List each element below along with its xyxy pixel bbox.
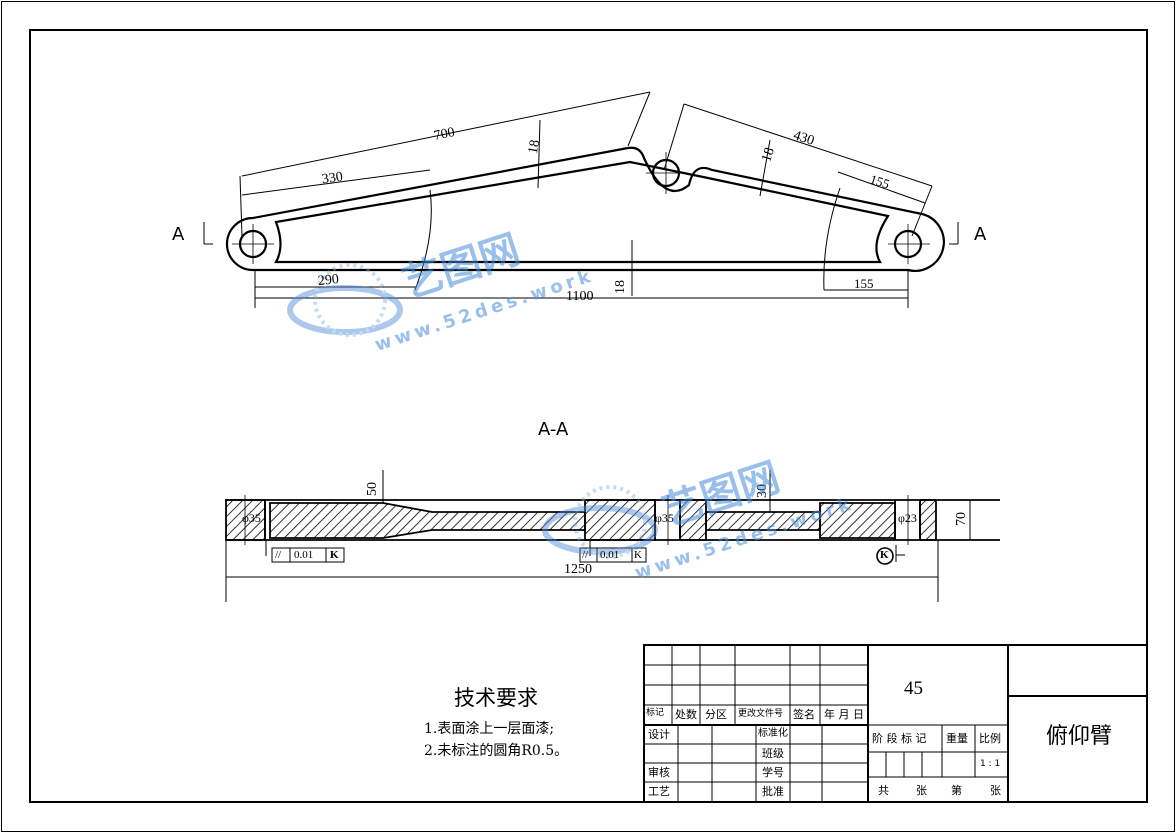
datum-flag-k: K (880, 549, 889, 561)
tol-datum-1: K (330, 549, 339, 561)
requirement-item-1: 1.表面涂上一层面漆; (424, 721, 555, 737)
tb-row-process: 工艺 (648, 785, 670, 798)
requirement-item-2: 2.未标注的圆角R0.5。 (424, 743, 569, 759)
dim-18-c: 18 (613, 280, 628, 294)
tb-header-count: 处数 (675, 708, 697, 721)
tb-part-name: 俯仰臂 (1046, 724, 1113, 749)
tb-header-doc: 更改文件号 (738, 709, 784, 719)
dim-phi35-b: φ35 (655, 511, 674, 525)
section-view (225, 470, 1000, 602)
dim-phi35-a: φ35 (242, 511, 261, 525)
tb-scale-label: 比例 (979, 732, 1001, 745)
tb-sheets-unit-2: 张 (990, 784, 1001, 797)
break-lines (414, 187, 841, 291)
watermark-globe-1 (287, 263, 403, 337)
dim-330: 330 (320, 169, 344, 188)
dim-1250: 1250 (564, 562, 592, 577)
tb-material: 45 (904, 678, 923, 699)
dim-1100: 1100 (566, 289, 594, 304)
tb-stage-mark: 阶 段 标 记 (872, 732, 927, 745)
tb-row-approve: 批准 (762, 785, 784, 798)
watermark-globe-2 (542, 485, 658, 559)
dim-70: 70 (954, 512, 969, 526)
title-block-lines (643, 644, 1148, 803)
tol-value-1: 0.01 (294, 549, 314, 561)
section-title: A-A (538, 419, 569, 440)
tb-header-zone: 分区 (705, 708, 727, 721)
tol-symbol-2: // (582, 549, 589, 561)
tb-header-date: 年 月 日 (824, 708, 864, 721)
tol-symbol-1: // (275, 549, 282, 561)
section-mark-right: A (974, 224, 987, 245)
inner-frame (29, 29, 1148, 803)
tb-row-class: 班级 (762, 747, 784, 760)
tb-header-mark: 标记 (646, 708, 665, 718)
dim-18-a: 18 (525, 138, 544, 156)
arm-front-view (225, 146, 945, 272)
tb-scale-value: 1 : 1 (980, 759, 1001, 769)
dim-50: 50 (365, 482, 380, 496)
tb-sheets-total: 共 (878, 784, 889, 797)
tb-row-review: 审核 (648, 766, 670, 779)
tb-header-sign: 签名 (793, 708, 815, 721)
tb-sheets-number: 第 (951, 784, 962, 797)
tol-value-2: 0.01 (600, 549, 620, 561)
tb-row-design: 设计 (648, 728, 670, 741)
dim-290: 290 (317, 271, 340, 290)
tb-row-standard: 标准化 (758, 728, 788, 739)
tb-weight: 重量 (946, 732, 968, 745)
centerlines (232, 152, 930, 264)
tol-datum-2: K (634, 549, 642, 561)
dim-phi23: φ23 (898, 511, 917, 525)
requirements-title: 技术要求 (454, 686, 538, 710)
tb-sheets-unit: 张 (916, 784, 927, 797)
tb-row-student-no: 学号 (762, 766, 784, 779)
dimension-lines-top (203, 91, 959, 308)
section-mark-left: A (172, 224, 185, 245)
dim-155-bottom: 155 (854, 276, 874, 291)
